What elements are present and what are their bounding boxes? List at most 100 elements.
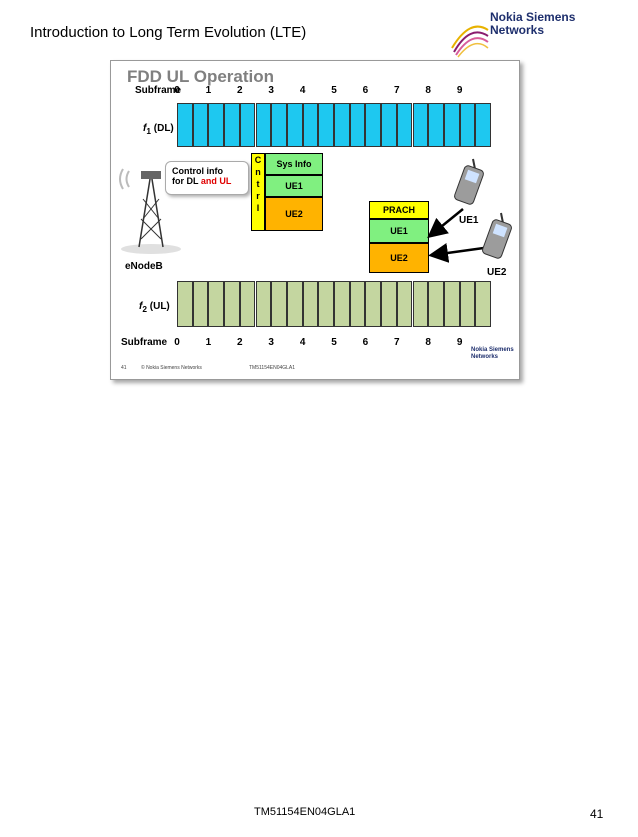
subframe-cell — [443, 281, 460, 327]
enodeb-label: eNodeB — [125, 261, 163, 272]
subframe-cell — [459, 281, 476, 327]
subframe-number: 4 — [299, 337, 306, 348]
page-number: 41 — [590, 807, 604, 821]
slide-footer-logo-line1: Nokia Siemens — [471, 347, 514, 353]
dl-label: (DL) — [153, 123, 174, 134]
subframe-number: 1 — [205, 337, 212, 348]
subframe-cell — [381, 103, 397, 147]
subframe-number: 5 — [331, 337, 337, 348]
ue2-arrow — [428, 243, 492, 263]
ul-subframe-grid — [177, 281, 491, 327]
subframe-number: 0 — [174, 85, 180, 96]
subframe-number: 8 — [425, 337, 431, 348]
ul-ue2-block: UE2 — [369, 243, 429, 273]
ul-freq-sub: 2 — [142, 304, 147, 314]
subframe-cell — [349, 103, 366, 147]
enodeb-tower-icon — [119, 168, 181, 254]
subframe-cell — [224, 281, 240, 327]
control-info-callout: Control info for DL and UL — [165, 161, 249, 195]
slide-footer-number: 41 — [121, 365, 127, 371]
subframe-number: 5 — [331, 85, 337, 96]
subframe-number: 7 — [394, 85, 400, 96]
subframe-number: 4 — [299, 85, 306, 96]
callout-line2-black: for DL — [172, 176, 201, 186]
subframe-label-top: Subframe — [135, 85, 182, 96]
subframe-cell — [302, 103, 319, 147]
subframe-cell — [334, 281, 350, 327]
subframe-number: 1 — [205, 85, 212, 96]
subframe-cell — [475, 103, 491, 147]
subframe-cell — [334, 103, 350, 147]
subframe-cell — [475, 281, 491, 327]
page-footer-code: TM51154EN04GLA1 — [254, 806, 356, 818]
subframe-cell — [396, 103, 413, 147]
control-letter: n — [255, 167, 261, 177]
subframe-cell — [318, 103, 334, 147]
control-letter: r — [256, 191, 260, 201]
ul-frequency-label: f2 (UL) — [139, 301, 170, 314]
subframe-number: 9 — [456, 85, 463, 96]
subframe-cell — [239, 281, 256, 327]
ue1-arrow — [427, 208, 464, 239]
callout-line2: for DL and UL — [172, 176, 242, 186]
subframe-number: 9 — [456, 337, 463, 348]
subframe-cell — [396, 281, 413, 327]
ue1-label: UE1 — [459, 215, 479, 226]
subframe-cell — [255, 281, 272, 327]
dl-frequency-label: f1 (DL) — [143, 123, 174, 136]
slide-footer-copyright: © Nokia Siemens Networks — [141, 365, 202, 371]
control-letter: C — [254, 155, 262, 165]
slide-title: FDD UL Operation — [127, 67, 275, 86]
ue2-phone-icon — [482, 212, 512, 259]
subframe-number: 3 — [268, 337, 274, 348]
document-title: Introduction to Long Term Evolution (LTE… — [30, 24, 307, 41]
subframe-cell — [192, 103, 209, 147]
subframe-cell — [177, 103, 193, 147]
subframe-cell — [208, 281, 225, 327]
nokia-siemens-logo: Nokia Siemens Networks — [450, 8, 600, 60]
subframe-cell — [239, 103, 256, 147]
subframe-cell — [255, 103, 272, 147]
subframe-cell — [208, 103, 225, 147]
slide-footer-logo: Nokia Siemens Networks — [471, 347, 514, 361]
prach-block: PRACH — [369, 201, 429, 219]
subframe-cell — [271, 103, 287, 147]
logo-swoosh-icon — [451, 25, 489, 58]
subframe-number: 2 — [237, 85, 243, 96]
subframe-number: 3 — [268, 85, 274, 96]
subframe-number: 8 — [425, 85, 431, 96]
subframe-cell — [302, 281, 319, 327]
subframe-cell — [428, 103, 444, 147]
subframe-cell — [177, 281, 193, 327]
subframe-number: 6 — [362, 85, 369, 96]
dl-freq-symbol: f — [143, 123, 147, 134]
ue-arrows — [427, 208, 492, 263]
subframe-number: 6 — [362, 337, 369, 348]
subframe-cell — [459, 103, 476, 147]
dl-freq-sub: 1 — [146, 126, 151, 136]
slide: FDD UL Operation Subframe 0 1 2 3 4 5 6 7 8 9 f1 … — [110, 60, 520, 380]
dl-ue2-block: UE2 — [265, 197, 323, 231]
subframe-cell — [271, 281, 287, 327]
dl-ue1-block: UE1 — [265, 175, 323, 197]
slide-footer-code: TM51154EN04GLA1 — [249, 365, 296, 371]
subframe-cell — [365, 103, 382, 147]
subframe-cell — [349, 281, 366, 327]
subframe-cell — [192, 281, 209, 327]
logo-text-line1: Nokia Siemens — [490, 10, 576, 24]
logo-text-line2: Networks — [490, 23, 545, 37]
subframe-cell — [381, 281, 397, 327]
callout-line2-red: and UL — [200, 176, 232, 186]
dl-subframe-grid — [177, 103, 491, 147]
control-letter: l — [256, 203, 260, 213]
subframe-cell — [365, 281, 382, 327]
ul-freq-symbol: f — [139, 301, 143, 312]
callout-line1: Control info — [172, 166, 223, 176]
ue1-phone-icon — [454, 158, 484, 205]
subframe-cell — [286, 281, 303, 327]
subframe-cell — [286, 103, 303, 147]
subframe-cell — [412, 103, 429, 147]
slide-footer-logo-line2: Networks — [471, 354, 499, 360]
subframe-label-bottom: Subframe — [121, 337, 168, 348]
